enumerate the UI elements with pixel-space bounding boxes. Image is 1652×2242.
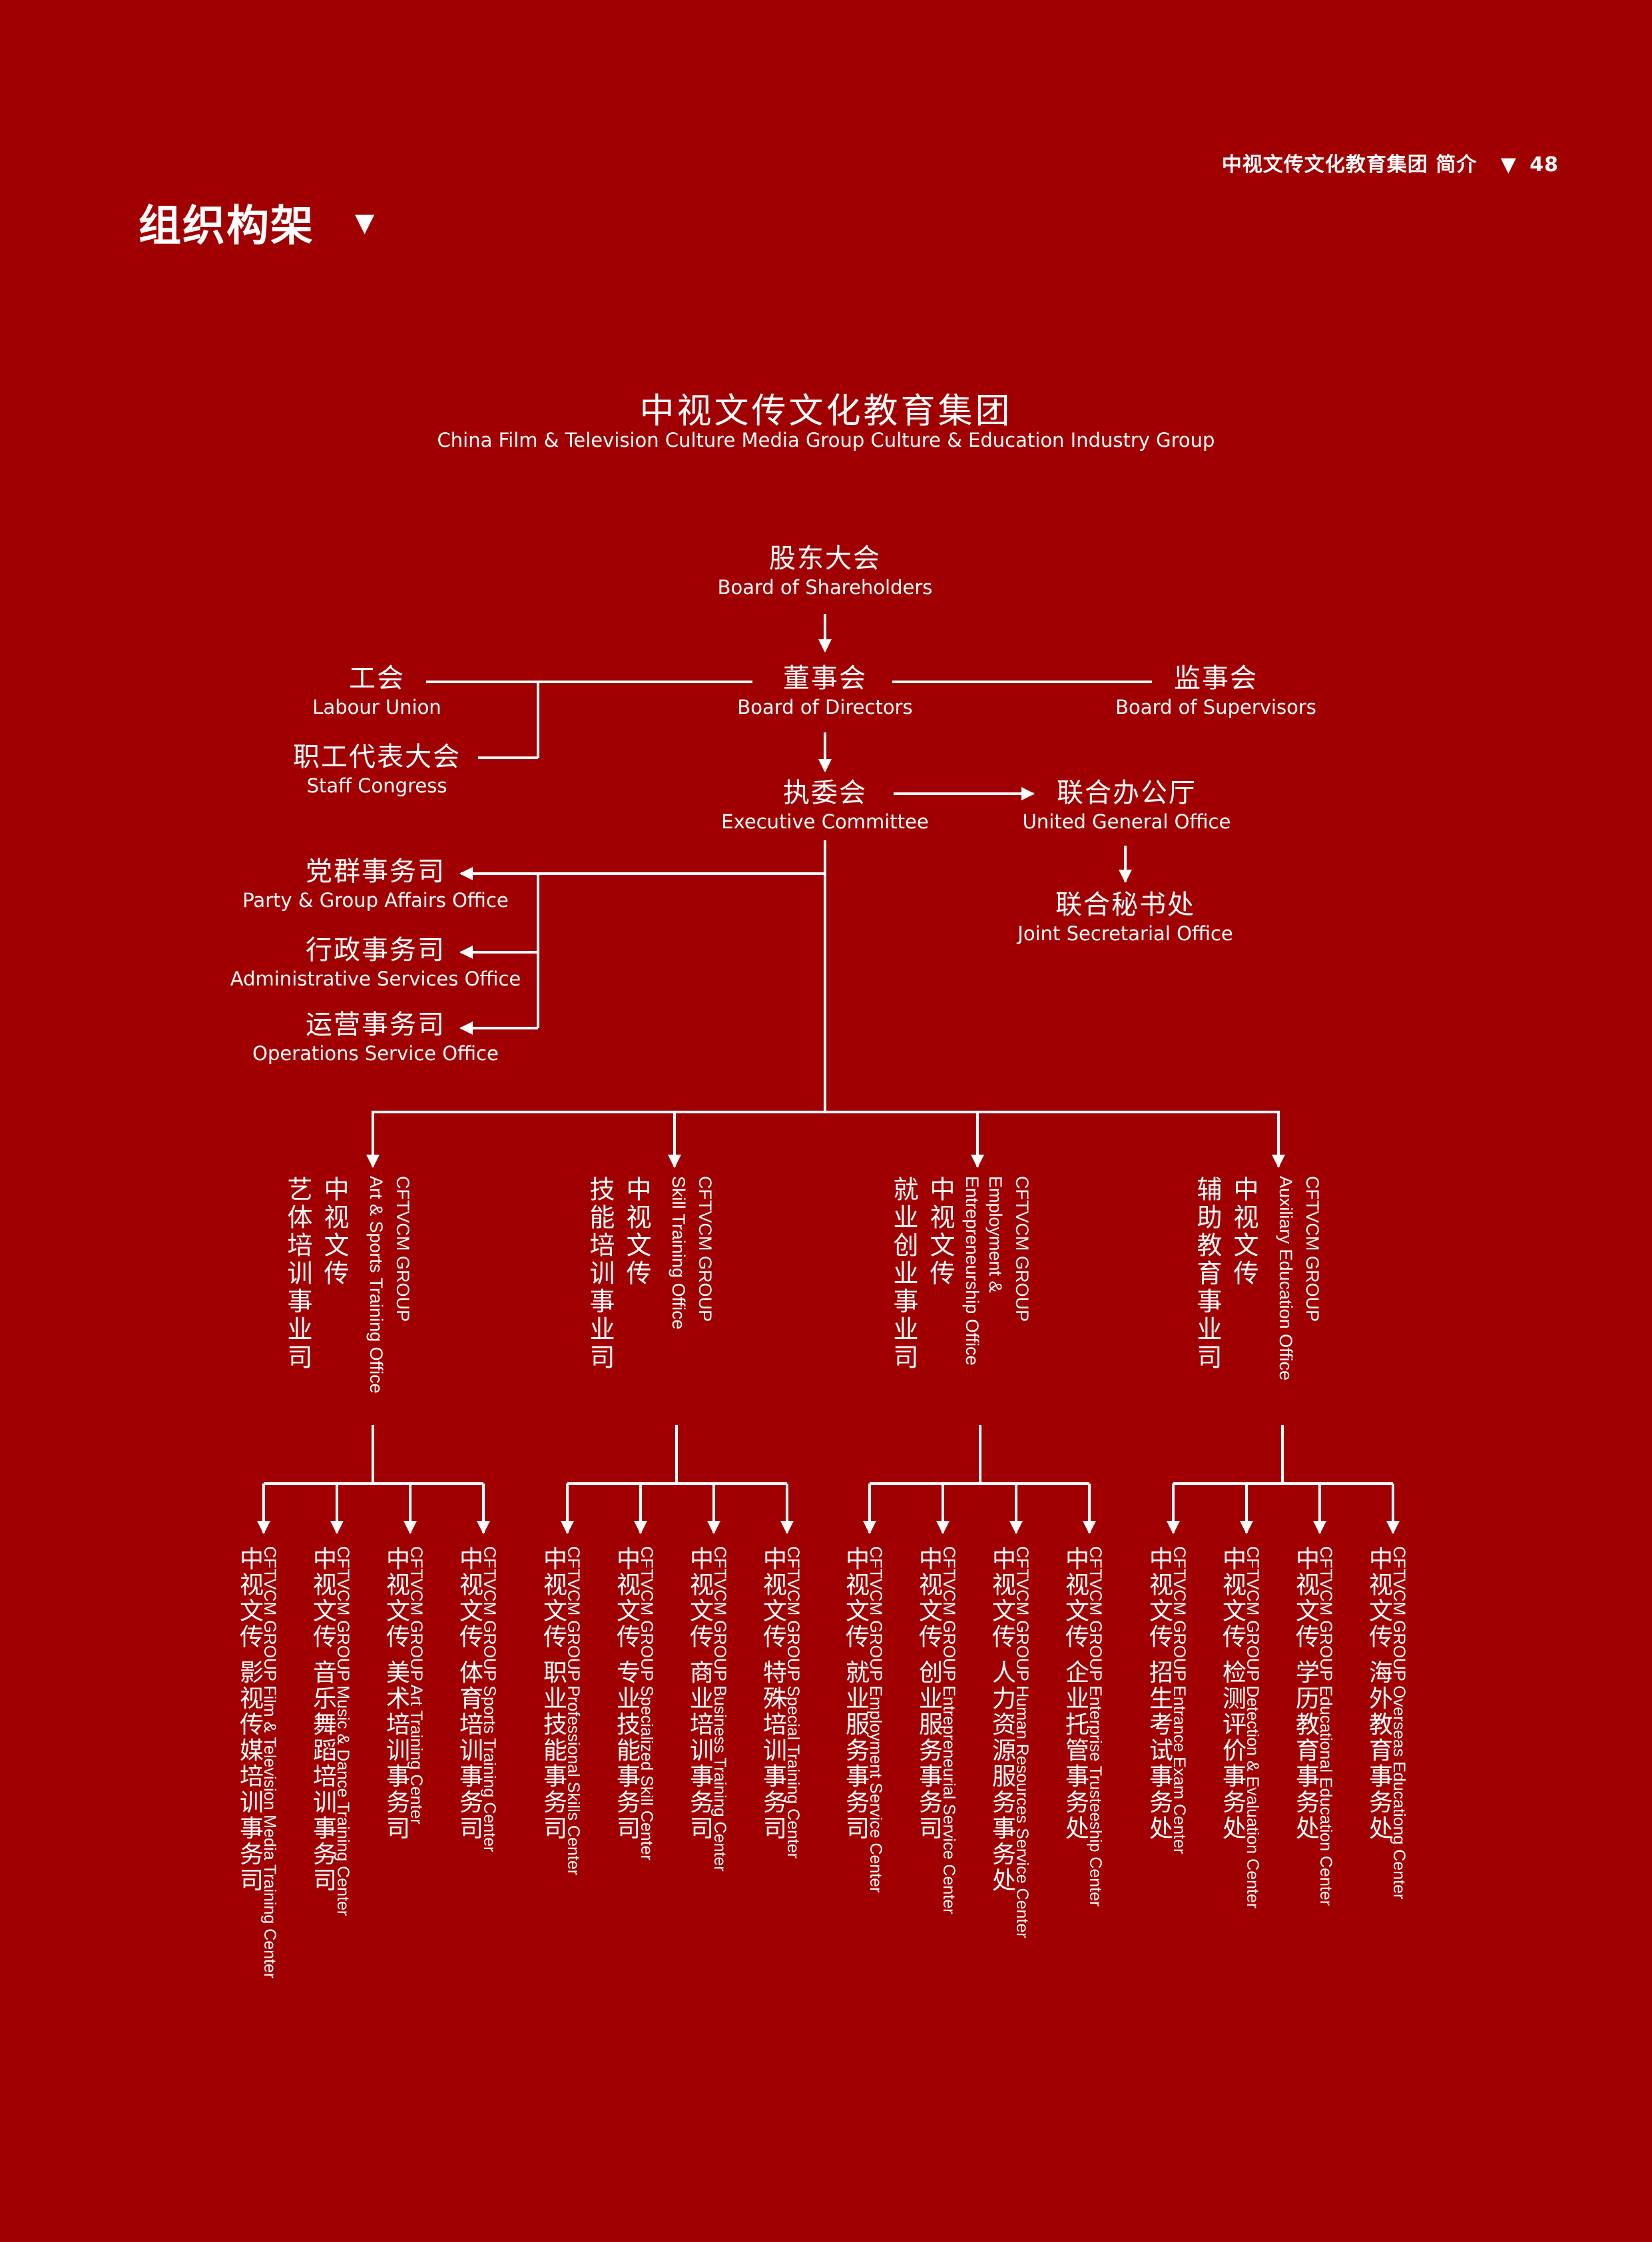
- center-zh: 中视文传 人力资源服务事务处: [988, 1546, 1015, 1894]
- division-en-3: Entrepreneurship Office: [962, 1176, 982, 1366]
- center-zh: 中视文传 影视传媒培训事务司: [236, 1546, 263, 1894]
- center-zh: 中视文传 企业托管事务处: [1061, 1546, 1089, 1842]
- division-zh: 中视文传 艺体培训事业司: [283, 1176, 349, 1372]
- node-zh: 执委会: [782, 778, 867, 808]
- division-auxiliary-education: 中视文传 辅助教育事业司 CFTVCM GROUP Auxiliary Educ…: [1193, 1176, 1356, 1429]
- center-en: CFTVCM GROUP Entrepreneurial Service Cen…: [940, 1546, 958, 1914]
- division-employment: 中视文传 就业创业事业司 CFTVCM GROUP Employment & E…: [889, 1176, 1065, 1429]
- node-general-office: 联合办公厅 United General Office: [1023, 776, 1231, 834]
- division-en-1: CFTVCM GROUP: [393, 1176, 413, 1322]
- node-zh: 工会: [348, 663, 405, 694]
- division-en-2: Auxiliary Education Office: [1276, 1176, 1296, 1381]
- center-en: CFTVCM GROUP Specialized Skill Center: [637, 1546, 656, 1860]
- node-en: Executive Committee: [721, 810, 929, 833]
- node-supervisors: 监事会 Board of Supervisors: [1115, 662, 1316, 719]
- org-subtitle: China Film & Television Culture Media Gr…: [437, 429, 1215, 451]
- center-zh: 中视文传 就业服务事务司: [842, 1546, 869, 1842]
- node-zh: 联合办公厅: [1057, 778, 1197, 808]
- node-en: Administrative Services Office: [230, 968, 521, 990]
- center-en: CFTVCM GROUP Business Training Center: [710, 1546, 729, 1872]
- center-zh: 中视文传 体育培训事务司: [455, 1546, 483, 1842]
- node-en: Labour Union: [312, 696, 441, 718]
- center-zh: 中视文传 创业服务事务司: [915, 1546, 942, 1842]
- page-header: 中视文传文化教育集团 简介 ▼ 48: [1222, 148, 1559, 177]
- division-skill-training: 中视文传 技能培训事业司 CFTVCM GROUP Skill Training…: [585, 1176, 748, 1429]
- node-shareholders: 股东大会 Board of Shareholders: [718, 542, 933, 599]
- division-en-1: CFTVCM GROUP: [1012, 1176, 1032, 1322]
- center-en: CFTVCM GROUP Film & Television Media Tra…: [260, 1546, 279, 1979]
- center-zh: 中视文传 美术培训事务司: [382, 1546, 410, 1842]
- division-zh: 中视文传 辅助教育事业司: [1193, 1176, 1258, 1372]
- header-title: 中视文传文化教育集团 简介: [1221, 153, 1478, 176]
- center-en: CFTVCM GROUP Overseas Educationg Center: [1390, 1546, 1408, 1900]
- node-admin-services: 行政事务司 Administrative Services Office: [230, 934, 521, 991]
- node-en: Board of Shareholders: [717, 576, 933, 599]
- center-zh: 中视文传 海外教育事务处: [1365, 1546, 1392, 1842]
- center-en: CFTVCM GROUP Human Resources Service Cen…: [1013, 1546, 1031, 1938]
- center-zh: 中视文传 检测评价事务处: [1219, 1546, 1246, 1842]
- center-en: CFTVCM GROUP Music & Dance Training Cent…: [334, 1546, 352, 1916]
- center-zh: 中视文传 学历教育事务处: [1292, 1546, 1319, 1842]
- node-executive-committee: 执委会 Executive Committee: [721, 776, 928, 834]
- division-zh: 中视文传 技能培训事业司: [585, 1176, 651, 1372]
- division-en-2: Skill Training Office: [669, 1176, 688, 1330]
- division-en-2: Employment &: [985, 1176, 1005, 1293]
- node-en: Operations Service Office: [252, 1042, 499, 1065]
- center-en: CFTVCM GROUP Educational Education Cente…: [1316, 1546, 1335, 1906]
- center-en: CFTVCM GROUP Detection & Evaluation Cent…: [1243, 1546, 1262, 1909]
- center-en: CFTVCM GROUP Entrance Exam Center: [1170, 1546, 1189, 1854]
- node-en: Board of Supervisors: [1115, 696, 1316, 718]
- center-zh: 中视文传 职业技能事务司: [539, 1546, 567, 1842]
- page-title: 组织构架: [138, 202, 314, 251]
- node-zh: 联合秘书处: [1055, 890, 1195, 920]
- center-en: CFTVCM GROUP Enterprise Trusteeship Cent…: [1086, 1546, 1105, 1907]
- node-zh: 党群事务司: [305, 856, 445, 887]
- title-triangle-icon: ▼: [355, 208, 375, 237]
- node-en: Joint Secretarial Office: [1017, 922, 1233, 945]
- center-zh: 中视文传 商业培训事务司: [686, 1546, 713, 1842]
- division-en-1: CFTVCM GROUP: [1302, 1176, 1322, 1322]
- header-triangle-icon: ▼: [1500, 153, 1517, 176]
- node-directors: 董事会 Board of Directors: [737, 662, 912, 719]
- node-en: Party & Group Affairs Office: [242, 889, 509, 912]
- node-en: Board of Directors: [737, 696, 913, 718]
- node-labour-union: 工会 Labour Union: [312, 662, 441, 719]
- node-zh: 股东大会: [769, 543, 881, 574]
- center-en: CFTVCM GROUP Professional Skills Center: [564, 1546, 583, 1876]
- center-en: CFTVCM GROUP Employment Service Center: [866, 1546, 885, 1893]
- node-zh: 运营事务司: [305, 1009, 445, 1040]
- page-number: 48: [1529, 153, 1559, 176]
- division-zh: 中视文传 就业创业事业司: [889, 1176, 955, 1372]
- division-art-sports: 中视文传 艺体培训事业司 CFTVCM GROUP Art & Sports T…: [283, 1176, 446, 1429]
- node-zh: 监事会: [1174, 663, 1258, 694]
- node-party-affairs: 党群事务司 Party & Group Affairs Office: [242, 855, 509, 912]
- division-en-1: CFTVCM GROUP: [695, 1176, 715, 1322]
- node-en: Staff Congress: [306, 774, 447, 797]
- center-zh: 中视文传 专业技能事务司: [613, 1546, 640, 1842]
- node-operations: 运营事务司 Operations Service Office: [252, 1008, 499, 1065]
- division-en-2: Art & Sports Training Office: [366, 1176, 386, 1394]
- node-secretarial-office: 联合秘书处 Joint Secretarial Office: [1017, 888, 1233, 946]
- node-zh: 职工代表大会: [293, 742, 461, 772]
- node-zh: 行政事务司: [306, 935, 445, 966]
- center-en: CFTVCM GROUP Art Training Center: [407, 1546, 425, 1824]
- center-en: CFTVCM GROUP Sports Training Center: [480, 1546, 499, 1852]
- node-staff-congress: 职工代表大会 Staff Congress: [293, 740, 461, 798]
- node-en: United General Office: [1022, 810, 1231, 833]
- center-zh: 中视文传 招生考试事务处: [1145, 1546, 1173, 1842]
- center-zh: 中视文传 特殊培训事务司: [759, 1546, 786, 1842]
- node-zh: 董事会: [782, 663, 867, 694]
- org-title: 中视文传文化教育集团: [639, 392, 1013, 431]
- center-zh: 中视文传 音乐舞蹈培训事务司: [309, 1546, 336, 1894]
- center-en: CFTVCM GROUP Special Training Center: [784, 1546, 802, 1859]
